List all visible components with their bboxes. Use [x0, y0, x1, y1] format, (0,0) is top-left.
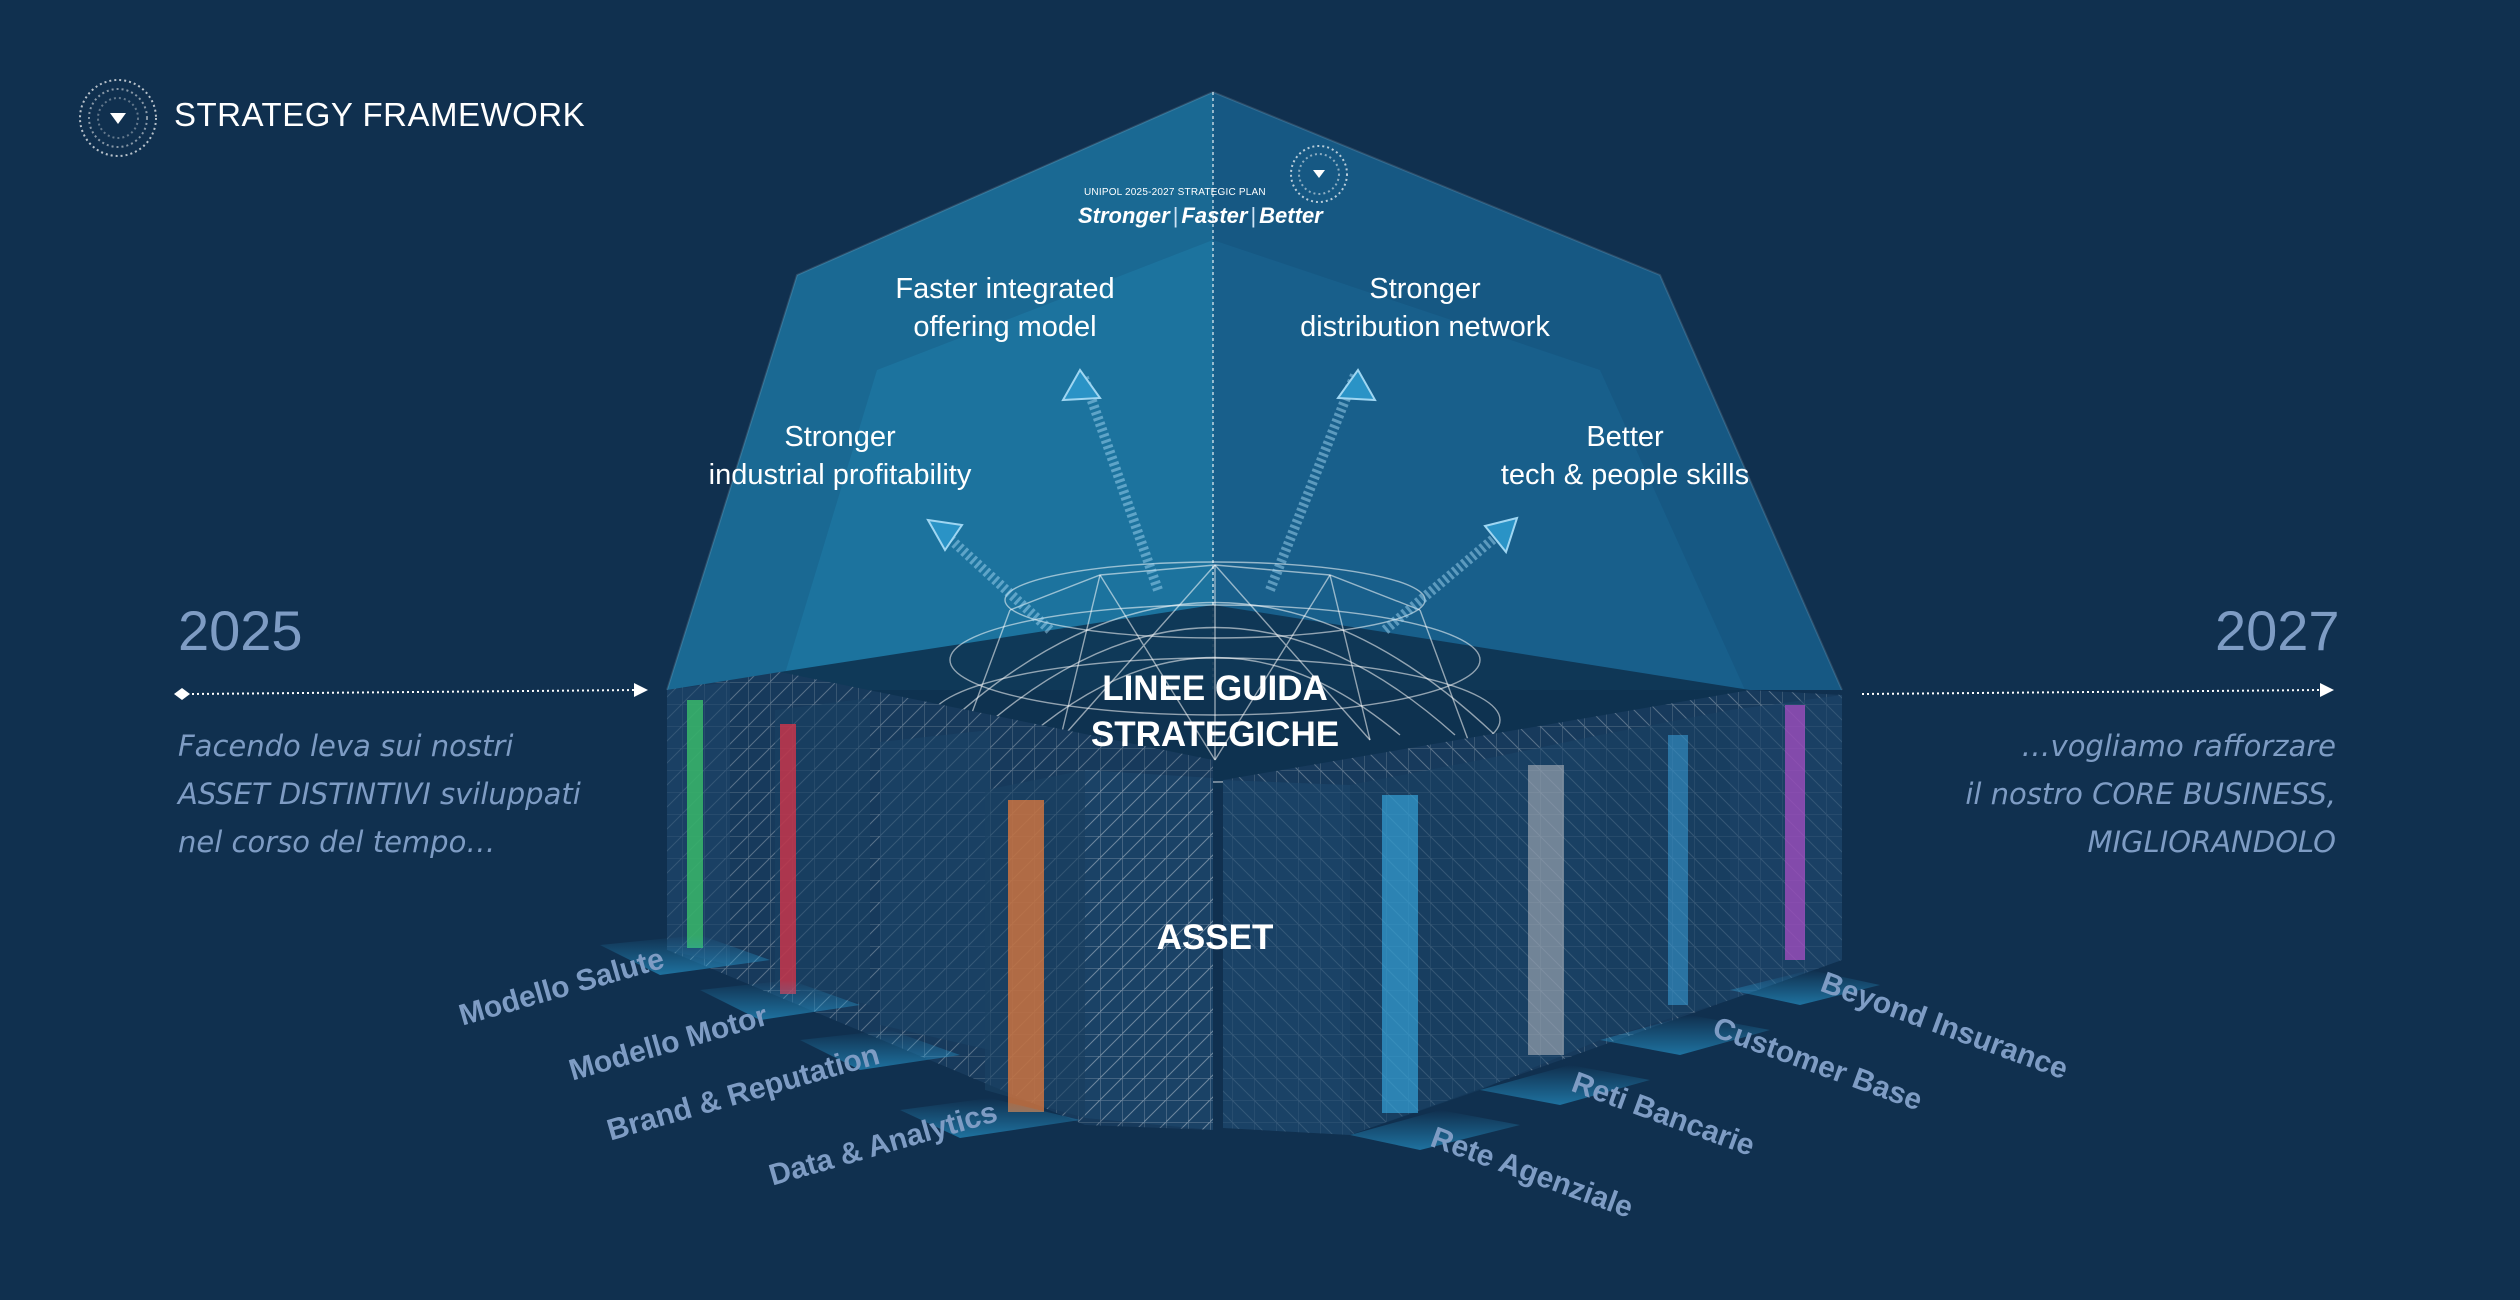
core-linee-line: STRATEGICHE — [1090, 715, 1340, 754]
right-description: …vogliamo rafforzare il nostro CORE BUSI… — [1840, 722, 2336, 866]
unipol-dotted-circle-icon — [79, 79, 157, 157]
stripe-salute — [687, 700, 703, 948]
stripe-customer — [1668, 735, 1688, 1005]
guideline-distribution-network: Stronger distribution network — [1275, 270, 1575, 346]
page-title: STRATEGY FRAMEWORK — [174, 96, 586, 133]
timeline-arrow-left — [174, 683, 648, 700]
guideline-line: industrial profitability — [708, 459, 972, 491]
right-description-line: MIGLIORANDOLO — [2087, 825, 2336, 859]
asset-blocks-right — [1223, 690, 1842, 1135]
tagline-stronger: Stronger — [1078, 203, 1170, 228]
stripe-beyond — [1785, 705, 1805, 960]
guideline-line: offering model — [913, 311, 1097, 343]
guideline-line: Better — [1586, 421, 1664, 453]
left-description-line: ASSET DISTINTIVI sviluppati — [178, 777, 581, 811]
guideline-offering-model: Faster integrated offering model — [855, 270, 1155, 346]
core-linee-guida: LINEE GUIDA STRATEGICHE — [1065, 666, 1365, 758]
guideline-line: Stronger — [784, 421, 896, 453]
floor-glow — [600, 935, 1880, 1150]
stripe-bancarie — [1528, 765, 1564, 1055]
plan-logo-icon — [1290, 145, 1348, 203]
plan-tagline: Stronger|Faster|Better — [1078, 203, 1323, 228]
stripe-motor — [780, 724, 796, 994]
tagline-better: Better — [1259, 203, 1323, 228]
core-plane — [780, 605, 1750, 790]
plan-small-title: UNIPOL 2025-2027 STRATEGIC PLAN — [1084, 187, 1266, 198]
right-description-line: il nostro CORE BUSINESS, — [1965, 777, 2336, 811]
stripe-data — [1008, 800, 1044, 1112]
strategy-prism — [666, 90, 1843, 691]
guideline-arrows — [926, 368, 1519, 634]
guideline-line: distribution network — [1300, 311, 1550, 343]
guideline-tech-people: Better tech & people skills — [1475, 418, 1775, 494]
guideline-line: Faster integrated — [895, 273, 1115, 305]
asset-blocks-left — [667, 672, 1213, 1130]
stripe-agenziale — [1382, 795, 1418, 1113]
right-description-line: …vogliamo rafforzare — [2021, 729, 2336, 763]
tagline-faster: Faster — [1181, 203, 1248, 228]
left-description: Facendo leva sui nostri ASSET DISTINTIVI… — [178, 722, 638, 866]
start-year: 2025 — [178, 599, 303, 662]
left-description-line: nel corso del tempo… — [178, 825, 496, 859]
timeline-arrow-right — [1861, 683, 2334, 697]
core-linee-line: LINEE GUIDA — [1102, 669, 1328, 708]
guideline-profitability: Stronger industrial profitability — [690, 418, 990, 494]
guideline-line: tech & people skills — [1500, 459, 1750, 491]
left-description-line: Facendo leva sui nostri — [178, 729, 514, 763]
end-year: 2027 — [2215, 599, 2340, 662]
core-asset: ASSET — [1156, 918, 1274, 957]
guideline-line: Stronger — [1369, 273, 1481, 305]
